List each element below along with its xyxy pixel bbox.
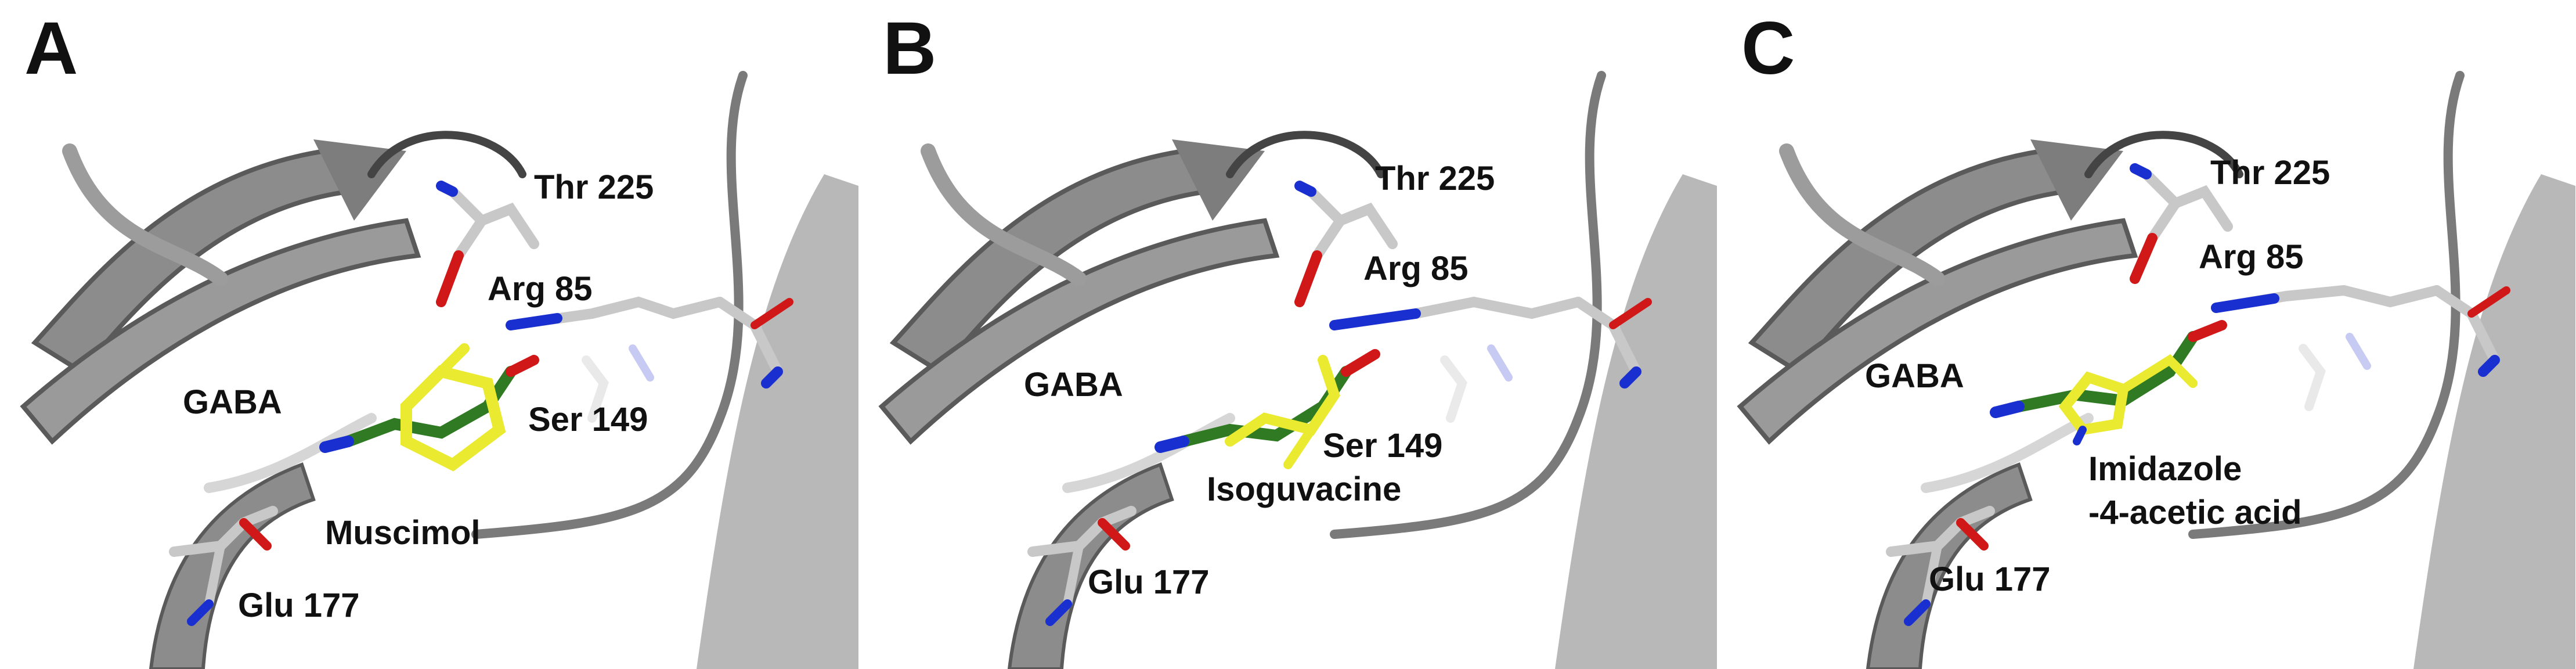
loop-ribbon: [1330, 71, 1606, 539]
imidazole-acetic-acid-molecule: [2058, 354, 2198, 445]
helix-ribbon: [697, 174, 858, 669]
loop-ribbon: [921, 143, 1087, 286]
thr-225-residue: [2130, 163, 2233, 284]
arg-85-label: Arg 85: [488, 270, 593, 308]
ser-149-residue: [2299, 333, 2371, 411]
gaba-label: GABA: [183, 383, 282, 421]
panel-b: B Thr 225 Arg 85 GABA Ser 149 Isoguvacin…: [858, 0, 1717, 669]
loop-ribbon: [204, 413, 377, 493]
helix-ribbon: [2413, 174, 2575, 669]
arg-85-residue: [1329, 296, 1652, 389]
thr-225-residue: [1294, 181, 1398, 307]
panel-a: A Thr 225 Arg 85 GABA Ser 149 Muscimol G…: [0, 0, 858, 669]
glu-177-residue: [1027, 506, 1137, 626]
thr-225-label: Thr 225: [1375, 160, 1495, 197]
protein-render-b: [878, 71, 1717, 669]
protein-render-c: [1737, 71, 2575, 669]
arg-85-label: Arg 85: [2199, 238, 2304, 276]
panel-letter: A: [24, 7, 78, 90]
ligand-label: Isoguvacine: [1207, 470, 1402, 508]
isoguvacine-molecule: [1225, 355, 1340, 469]
ligand-label-line2: -4-acetic acid: [2088, 494, 2302, 531]
glu-177-residue: [1886, 506, 1995, 626]
panel-letter: C: [1741, 7, 1795, 90]
ser-149-label: Ser 149: [528, 401, 648, 438]
gaba-label: GABA: [1865, 357, 1964, 395]
glu-177-label: Glu 177: [238, 587, 360, 624]
glu-177-residue: [169, 506, 278, 626]
ser-149-label: Ser 149: [1323, 427, 1443, 465]
glu-177-label: Glu 177: [1929, 560, 2051, 598]
gaba-label: GABA: [1024, 366, 1123, 404]
thr-225-label: Thr 225: [2210, 154, 2330, 192]
muscimol-molecule: [401, 343, 506, 472]
loop-ribbon: [62, 143, 228, 286]
thr-225-residue: [436, 181, 539, 307]
glu-177-label: Glu 177: [1088, 563, 1210, 601]
ligand-label: Muscimol: [325, 514, 481, 552]
arg-85-residue: [506, 296, 793, 389]
beta-sheet-ribbon: [878, 218, 1280, 445]
loop-ribbon: [367, 131, 526, 178]
beta-sheet-ribbon: [149, 462, 316, 669]
gaba-molecule: [1990, 320, 2227, 418]
thr-225-label: Thr 225: [534, 168, 654, 206]
beta-sheet-ribbon: [20, 218, 421, 445]
protein-render-a: [20, 71, 858, 669]
loop-ribbon: [1062, 413, 1235, 493]
arg-85-label: Arg 85: [1363, 250, 1469, 287]
loop-ribbon: [2188, 71, 2465, 539]
ser-149-residue: [582, 344, 654, 423]
helix-ribbon: [1555, 174, 1717, 669]
loop-ribbon: [1226, 131, 1385, 178]
panel-c: C Thr 225 Arg 85 GABA Imidazole -4-aceti…: [1717, 0, 2575, 669]
arg-85-residue: [2211, 285, 2510, 377]
ligand-label: Imidazole: [2088, 450, 2242, 488]
loop-ribbon: [1921, 413, 2094, 493]
loop-ribbon: [2084, 131, 2243, 178]
loop-ribbon: [1779, 143, 1945, 286]
loop-ribbon: [471, 71, 748, 539]
beta-sheet-ribbon: [1737, 218, 2138, 445]
panel-letter: B: [883, 7, 937, 90]
ser-149-residue: [1440, 344, 1513, 423]
